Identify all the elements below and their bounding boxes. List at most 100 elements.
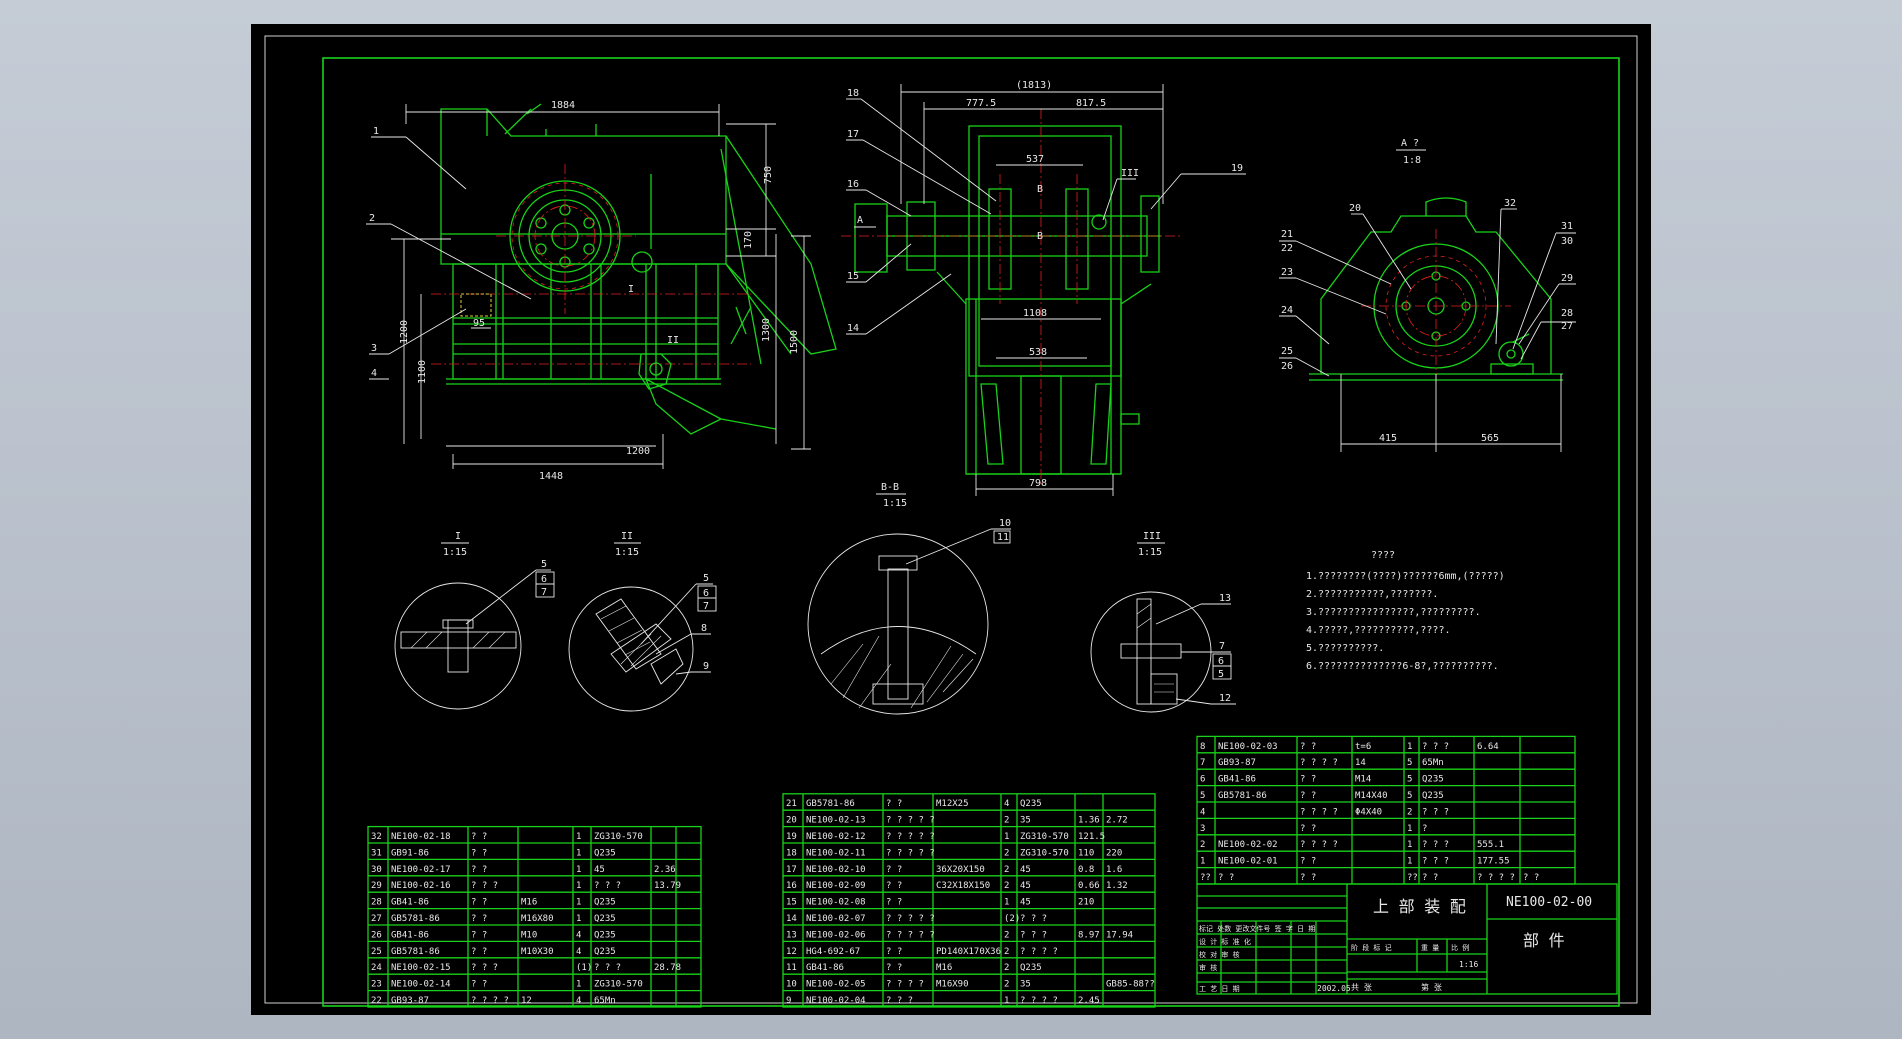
label-14: 14 bbox=[847, 323, 859, 334]
bom-cell-n: 23 bbox=[371, 980, 382, 990]
bom-cell-w1: ? ? ? ? bbox=[1477, 873, 1515, 883]
bom-cell-q: 1 bbox=[1004, 996, 1009, 1006]
section-BB-scale: 1:15 bbox=[883, 498, 907, 509]
dim-1108: 1108 bbox=[1023, 308, 1047, 319]
detail-II-label-5: 5 bbox=[703, 573, 709, 584]
view-a-title: A ? bbox=[1401, 138, 1419, 149]
detail-I: I 1:15 5 6 7 bbox=[394, 531, 555, 710]
bom-cell-c: NE100-02-01 bbox=[1218, 857, 1278, 867]
bom-cell-m: Q235 bbox=[594, 914, 616, 924]
bom-cell-m: ? ? ? bbox=[1422, 840, 1449, 850]
bom-cell-n: ?? bbox=[1200, 873, 1211, 883]
bom-cell-name: ? ? ? bbox=[471, 963, 498, 973]
bom-cell-name: ? ? ? ? ? bbox=[886, 848, 935, 858]
bom-cell-m: 65Mn bbox=[1422, 758, 1444, 768]
bom-cell-m: ZG310-570 bbox=[594, 980, 643, 990]
bom-cell-n: 4 bbox=[1200, 807, 1205, 817]
bom-cell-c: GB5781-86 bbox=[806, 799, 855, 809]
bom-cell-n: 6 bbox=[1200, 775, 1205, 785]
bom-cell-name: ? ? bbox=[1300, 857, 1316, 867]
bom-cell-q: 2 bbox=[1004, 963, 1009, 973]
tb-row-1: 标记 处数 更改文件号 签 字 日 期 bbox=[1199, 924, 1315, 933]
detail-mark-III: III bbox=[1121, 168, 1139, 179]
bom-cell-m: 45 bbox=[1020, 865, 1031, 875]
bom-cell-c: NE100-02-12 bbox=[806, 832, 866, 842]
bom-cell-c: NE100-02-09 bbox=[806, 881, 866, 891]
bom-cell-s: Φ4X40 bbox=[1355, 807, 1382, 817]
section-mark-B-top: B bbox=[1037, 184, 1043, 195]
bom-cell-c: NE100-02-07 bbox=[806, 914, 866, 924]
bom-cell-c: NE100-02-18 bbox=[391, 832, 451, 842]
bom-cell-m: ? bbox=[1422, 824, 1427, 834]
bom-cell-q: 1 bbox=[576, 881, 581, 891]
tb-col-weight: 重 量 bbox=[1421, 944, 1439, 952]
dim-565: 565 bbox=[1481, 433, 1499, 444]
bom-cell-w2: ? ? bbox=[1523, 873, 1539, 883]
label-17: 17 bbox=[847, 129, 859, 140]
bom-cell-s: M12X25 bbox=[936, 799, 969, 809]
bom-cell-name: ? ? bbox=[886, 865, 902, 875]
bom-cell-name: ? ? bbox=[471, 832, 487, 842]
note-5: 5.??????????. bbox=[1306, 643, 1384, 654]
bom-cell-m: 45 bbox=[594, 865, 605, 875]
bom-cell-s: PD140X170X36 bbox=[936, 947, 1001, 957]
label-4: 4 bbox=[371, 368, 377, 379]
bom-cell-m: ? ? ? bbox=[1422, 857, 1449, 867]
bom-cell-w2: GB85-88?? bbox=[1106, 980, 1155, 990]
tb-sheet-total: 共 张 bbox=[1351, 983, 1372, 992]
bom-cell-w1: 1.36 bbox=[1078, 816, 1100, 826]
bom-cell-q: 4 bbox=[576, 947, 581, 957]
view-mark-A: A bbox=[857, 215, 863, 226]
bom-cell-m: Q235 bbox=[1020, 799, 1042, 809]
dim-415: 415 bbox=[1379, 433, 1397, 444]
section-BB-label-11: 11 bbox=[997, 532, 1009, 543]
detail-II: II 1:15 5 6 7 8 9 bbox=[568, 531, 717, 712]
bom-cell-name: ? ? ? ? ? bbox=[886, 930, 935, 940]
bom-cell-w1: 0.8 bbox=[1078, 865, 1094, 875]
bom-cell-w2: 1.6 bbox=[1106, 865, 1122, 875]
bom-cell-name: ? ? ? bbox=[471, 881, 498, 891]
bom-cell-name: ? ? ? ? bbox=[1300, 840, 1338, 850]
bom-cell-w1: 8.97 bbox=[1078, 930, 1100, 940]
bom-cell-q: (2) bbox=[1004, 914, 1020, 924]
drawing-viewport[interactable]: 1884 750 170 1300 1500 1200 1100 1200 14… bbox=[251, 24, 1651, 1015]
label-16: 16 bbox=[847, 179, 859, 190]
dim-1200-bottom: 1200 bbox=[626, 446, 650, 457]
bom-cell-name: ? ? bbox=[1300, 742, 1316, 752]
label-21: 21 bbox=[1281, 229, 1293, 240]
dim-538: 538 bbox=[1029, 347, 1047, 358]
bom-cell-c: GB41-86 bbox=[1218, 775, 1256, 785]
bom-cell-w1: 2.36 bbox=[654, 865, 676, 875]
bom-cell-q: ?? bbox=[1407, 873, 1418, 883]
bom-cell-m: Q235 bbox=[594, 848, 616, 858]
bom-cell-name: ? ? bbox=[886, 881, 902, 891]
dim-1500: 1500 bbox=[789, 330, 800, 354]
assembly-name: 上 部 装 配 bbox=[1373, 897, 1466, 916]
bom-cell-name: ? ? ? ? bbox=[1300, 758, 1338, 768]
bom-cell-m: ? ? bbox=[1422, 873, 1438, 883]
bom-cell-q: 4 bbox=[1004, 799, 1009, 809]
label-25: 25 bbox=[1281, 346, 1293, 357]
bom-cell-q: 2 bbox=[1004, 947, 1009, 957]
detail-I-title: I bbox=[455, 531, 461, 542]
bom-cell-name: ? ? bbox=[886, 799, 902, 809]
detail-II-label-6: 6 bbox=[703, 588, 709, 599]
bom-cell-name: ? ? ? ? ? bbox=[886, 816, 935, 826]
bom-cell-name: ? ? ? ? bbox=[886, 980, 924, 990]
front-view: 1884 750 170 1300 1500 1200 1100 1200 14… bbox=[366, 100, 837, 482]
bom-cell-w2: 2.72 bbox=[1106, 816, 1128, 826]
bom-cell-m: 65Mn bbox=[594, 996, 616, 1006]
label-30: 30 bbox=[1561, 236, 1573, 247]
bom-cell-q: 2 bbox=[1407, 807, 1412, 817]
dim-170: 170 bbox=[743, 231, 754, 249]
detail-II-label-9: 9 bbox=[703, 661, 709, 672]
tb-row-2: 设 计 标 准 化 bbox=[1199, 937, 1251, 946]
dim-1884: 1884 bbox=[551, 100, 575, 111]
detail-III-label-5: 5 bbox=[1218, 669, 1224, 680]
bom-cell-n: 14 bbox=[786, 914, 797, 924]
bom-cell-q: 2 bbox=[1004, 980, 1009, 990]
bom-cell-s: t=6 bbox=[1355, 742, 1371, 752]
detail-II-label-8: 8 bbox=[701, 623, 707, 634]
dim-777-5: 777.5 bbox=[966, 98, 996, 109]
bom-cell-n: 19 bbox=[786, 832, 797, 842]
